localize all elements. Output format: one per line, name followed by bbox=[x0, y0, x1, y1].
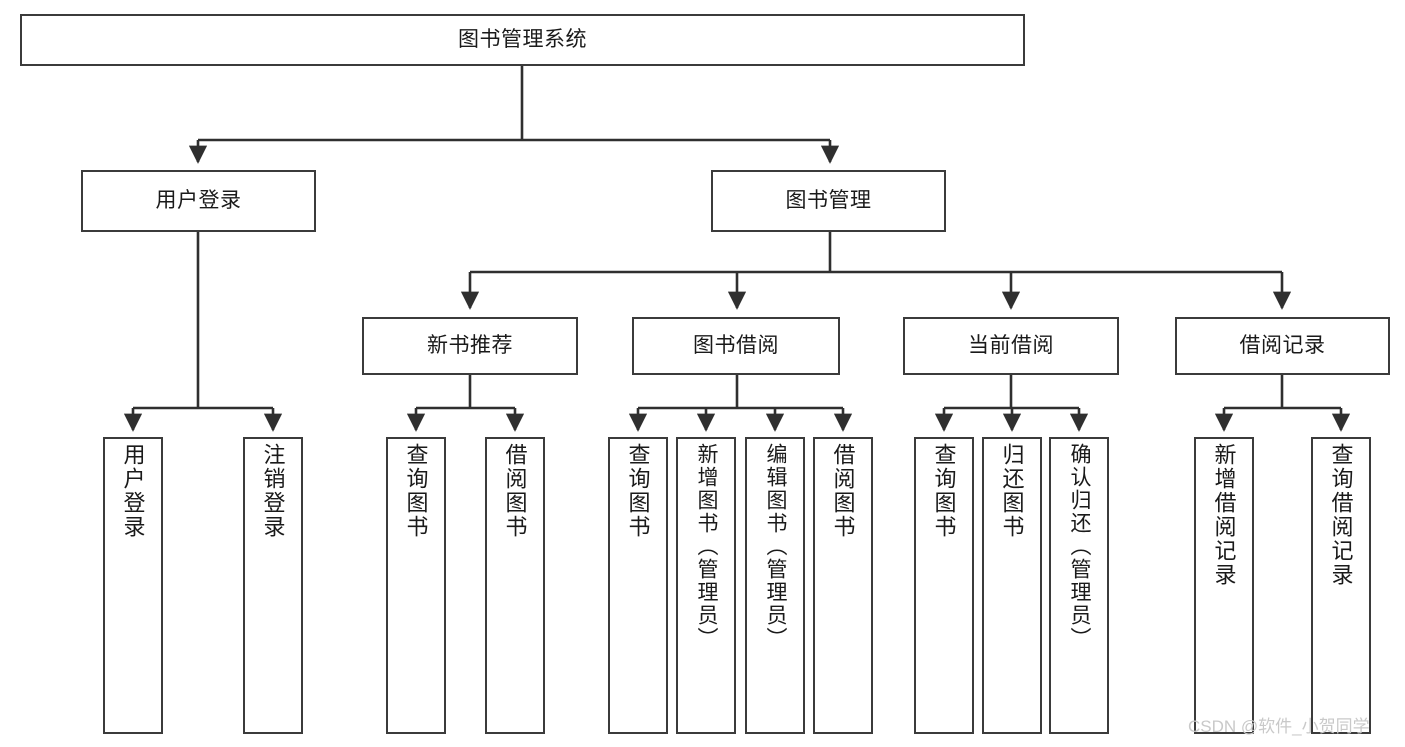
node-leaf-query-book-recommend[interactable]: 查询图书 bbox=[386, 437, 446, 734]
node-root[interactable]: 图书管理系统 bbox=[20, 14, 1025, 66]
node-leaf-edit-book[interactable]: 编辑图书（管理员） bbox=[745, 437, 805, 734]
node-leaf-query-book-borrow-label: 查询图书 bbox=[625, 443, 651, 539]
node-leaf-add-borrow-record-label: 新增借阅记录 bbox=[1211, 443, 1237, 587]
node-leaf-edit-book-label: 编辑图书（管理员） bbox=[764, 443, 788, 650]
node-leaf-query-book-borrow[interactable]: 查询图书 bbox=[608, 437, 668, 734]
node-book-management[interactable]: 图书管理 bbox=[711, 170, 946, 232]
node-leaf-add-book[interactable]: 新增图书（管理员） bbox=[676, 437, 736, 734]
node-leaf-logout[interactable]: 注销登录 bbox=[243, 437, 303, 734]
node-borrow-record[interactable]: 借阅记录 bbox=[1175, 317, 1390, 375]
node-book-management-label: 图书管理 bbox=[785, 189, 872, 213]
node-leaf-query-borrow-record-label: 查询借阅记录 bbox=[1328, 443, 1354, 587]
node-leaf-return-book[interactable]: 归还图书 bbox=[982, 437, 1042, 734]
node-user-login[interactable]: 用户登录 bbox=[81, 170, 316, 232]
node-new-book-recommend[interactable]: 新书推荐 bbox=[362, 317, 578, 375]
node-leaf-borrow-book-label: 借阅图书 bbox=[830, 443, 856, 539]
node-leaf-logout-label: 注销登录 bbox=[260, 443, 286, 539]
node-leaf-borrow-book-recommend[interactable]: 借阅图书 bbox=[485, 437, 545, 734]
node-leaf-query-book-current-label: 查询图书 bbox=[931, 443, 957, 539]
node-user-login-label: 用户登录 bbox=[155, 189, 242, 213]
node-new-book-recommend-label: 新书推荐 bbox=[427, 334, 513, 358]
node-borrow-record-label: 借阅记录 bbox=[1239, 334, 1326, 358]
node-leaf-add-borrow-record[interactable]: 新增借阅记录 bbox=[1194, 437, 1254, 734]
node-leaf-return-book-label: 归还图书 bbox=[999, 443, 1025, 539]
node-current-borrow[interactable]: 当前借阅 bbox=[903, 317, 1119, 375]
watermark-text: CSDN @软件_小贺同学 bbox=[1188, 717, 1370, 736]
node-leaf-confirm-return-label: 确认归还（管理员） bbox=[1068, 443, 1092, 650]
node-leaf-query-borrow-record[interactable]: 查询借阅记录 bbox=[1311, 437, 1371, 734]
node-leaf-borrow-book-recommend-label: 借阅图书 bbox=[502, 443, 528, 539]
node-leaf-confirm-return[interactable]: 确认归还（管理员） bbox=[1049, 437, 1109, 734]
node-book-borrow[interactable]: 图书借阅 bbox=[632, 317, 840, 375]
node-leaf-add-book-label: 新增图书（管理员） bbox=[695, 443, 719, 650]
node-leaf-borrow-book[interactable]: 借阅图书 bbox=[813, 437, 873, 734]
node-book-borrow-label: 图书借阅 bbox=[693, 334, 779, 358]
node-leaf-query-book-recommend-label: 查询图书 bbox=[403, 443, 429, 539]
node-root-label: 图书管理系统 bbox=[458, 28, 587, 52]
node-current-borrow-label: 当前借阅 bbox=[968, 334, 1054, 358]
node-leaf-user-login-label: 用户登录 bbox=[120, 443, 146, 539]
node-leaf-query-book-current[interactable]: 查询图书 bbox=[914, 437, 974, 734]
node-leaf-user-login[interactable]: 用户登录 bbox=[103, 437, 163, 734]
